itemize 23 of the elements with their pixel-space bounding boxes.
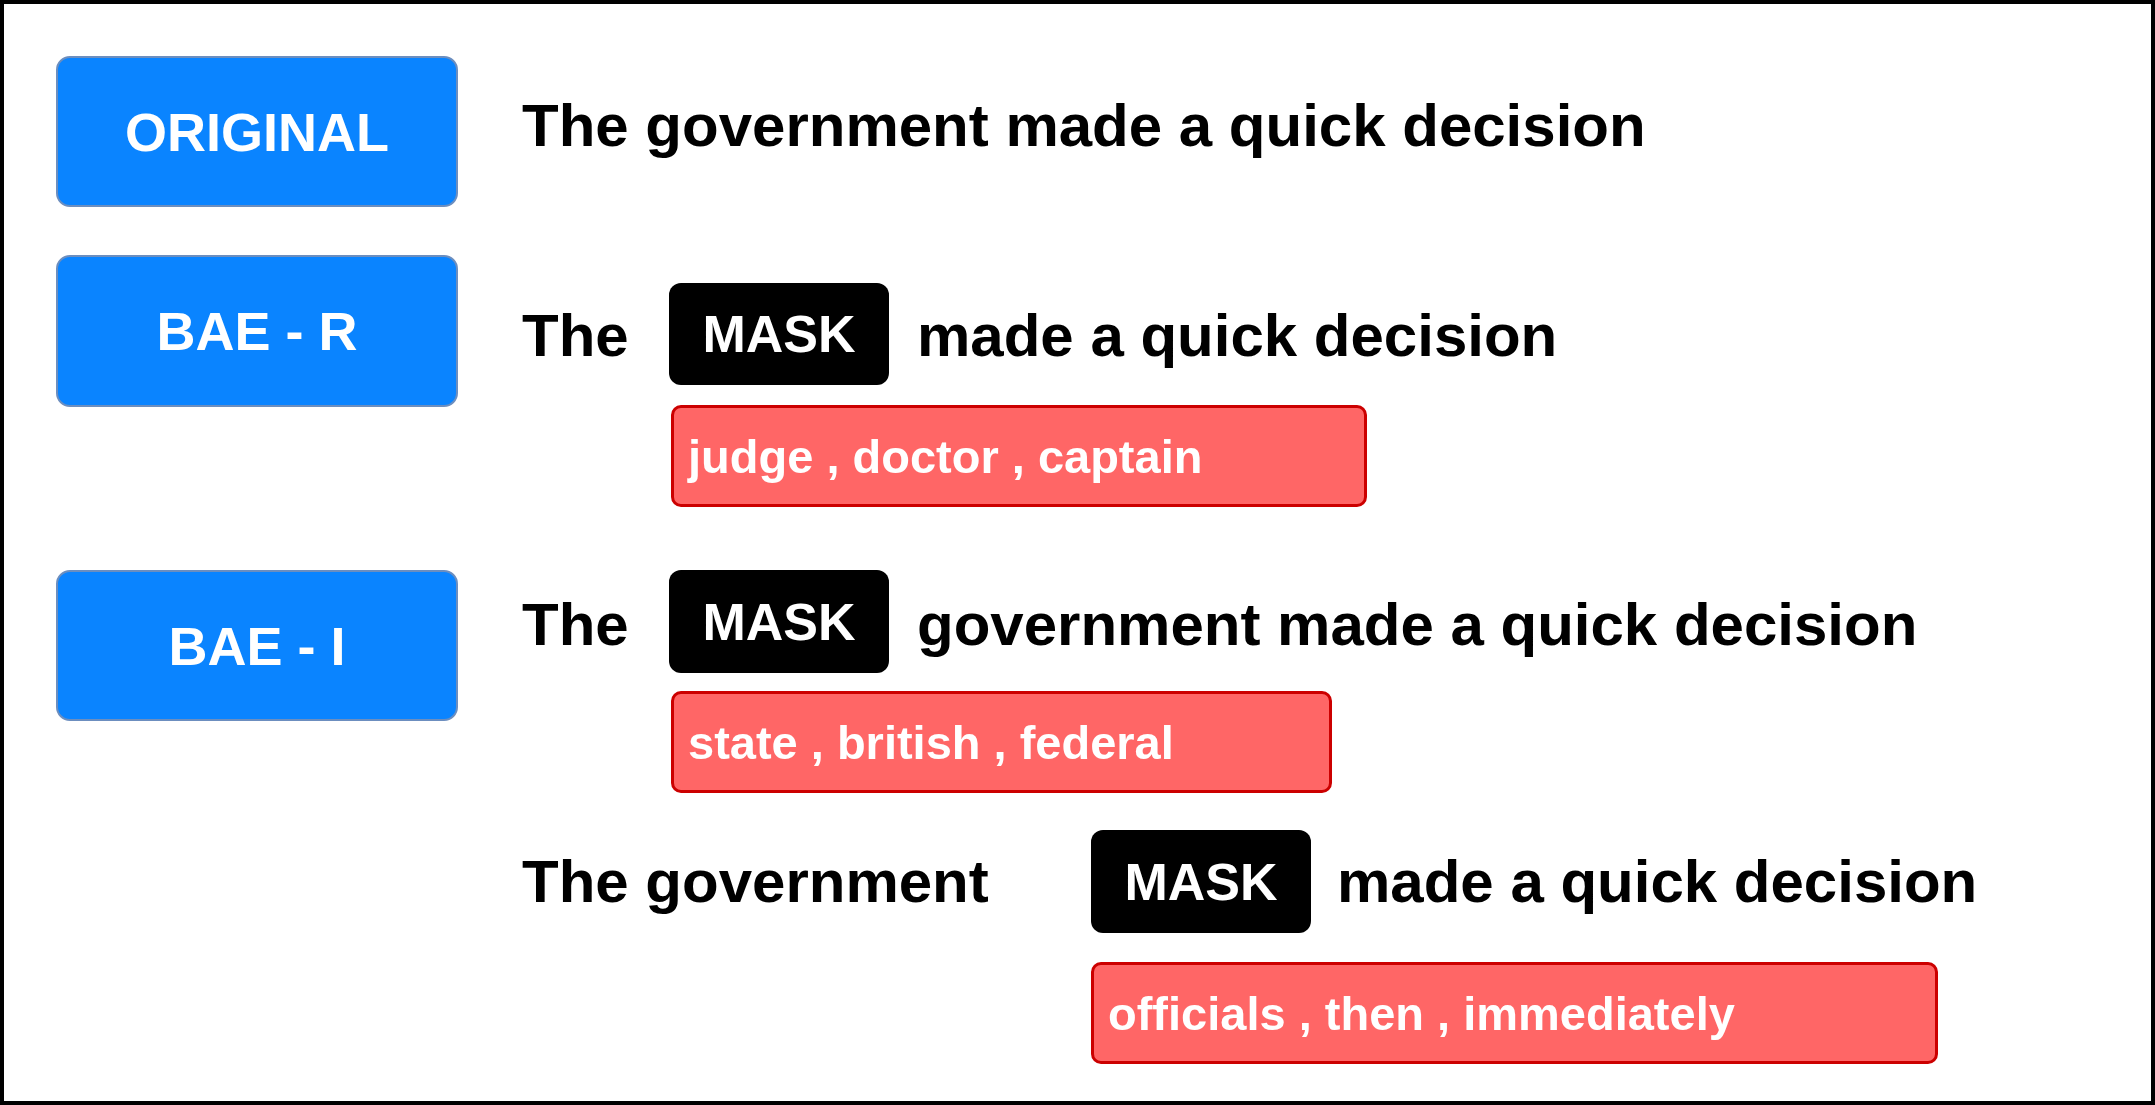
method-name: ORIGINAL: [125, 104, 389, 159]
candidate-words: state , british , federal: [688, 718, 1174, 766]
sentence-text: The: [522, 595, 629, 655]
mask-label: MASK: [1124, 855, 1278, 908]
mask-label: MASK: [702, 595, 856, 648]
mask-token: [669, 570, 889, 673]
sentence-text: made a quick decision: [1337, 852, 1978, 912]
candidate-box: [1091, 962, 1938, 1064]
method-name: BAE - R: [156, 304, 358, 358]
mask-token: [669, 283, 889, 385]
method-name: BAE - I: [168, 618, 346, 673]
method-box: [56, 570, 458, 721]
method-box: [56, 56, 458, 207]
mask-label: MASK: [702, 308, 856, 360]
mask-token: [1091, 830, 1311, 933]
candidate-box: [671, 405, 1367, 507]
sentence-text: The: [522, 306, 629, 366]
sentence-text: The government made a quick decision: [522, 96, 1646, 156]
sentence-text: made a quick decision: [917, 306, 1558, 366]
candidate-box: [671, 691, 1332, 793]
sentence-text: The government: [522, 852, 989, 912]
method-box: [56, 255, 458, 407]
sentence-text: government made a quick decision: [917, 595, 1918, 655]
